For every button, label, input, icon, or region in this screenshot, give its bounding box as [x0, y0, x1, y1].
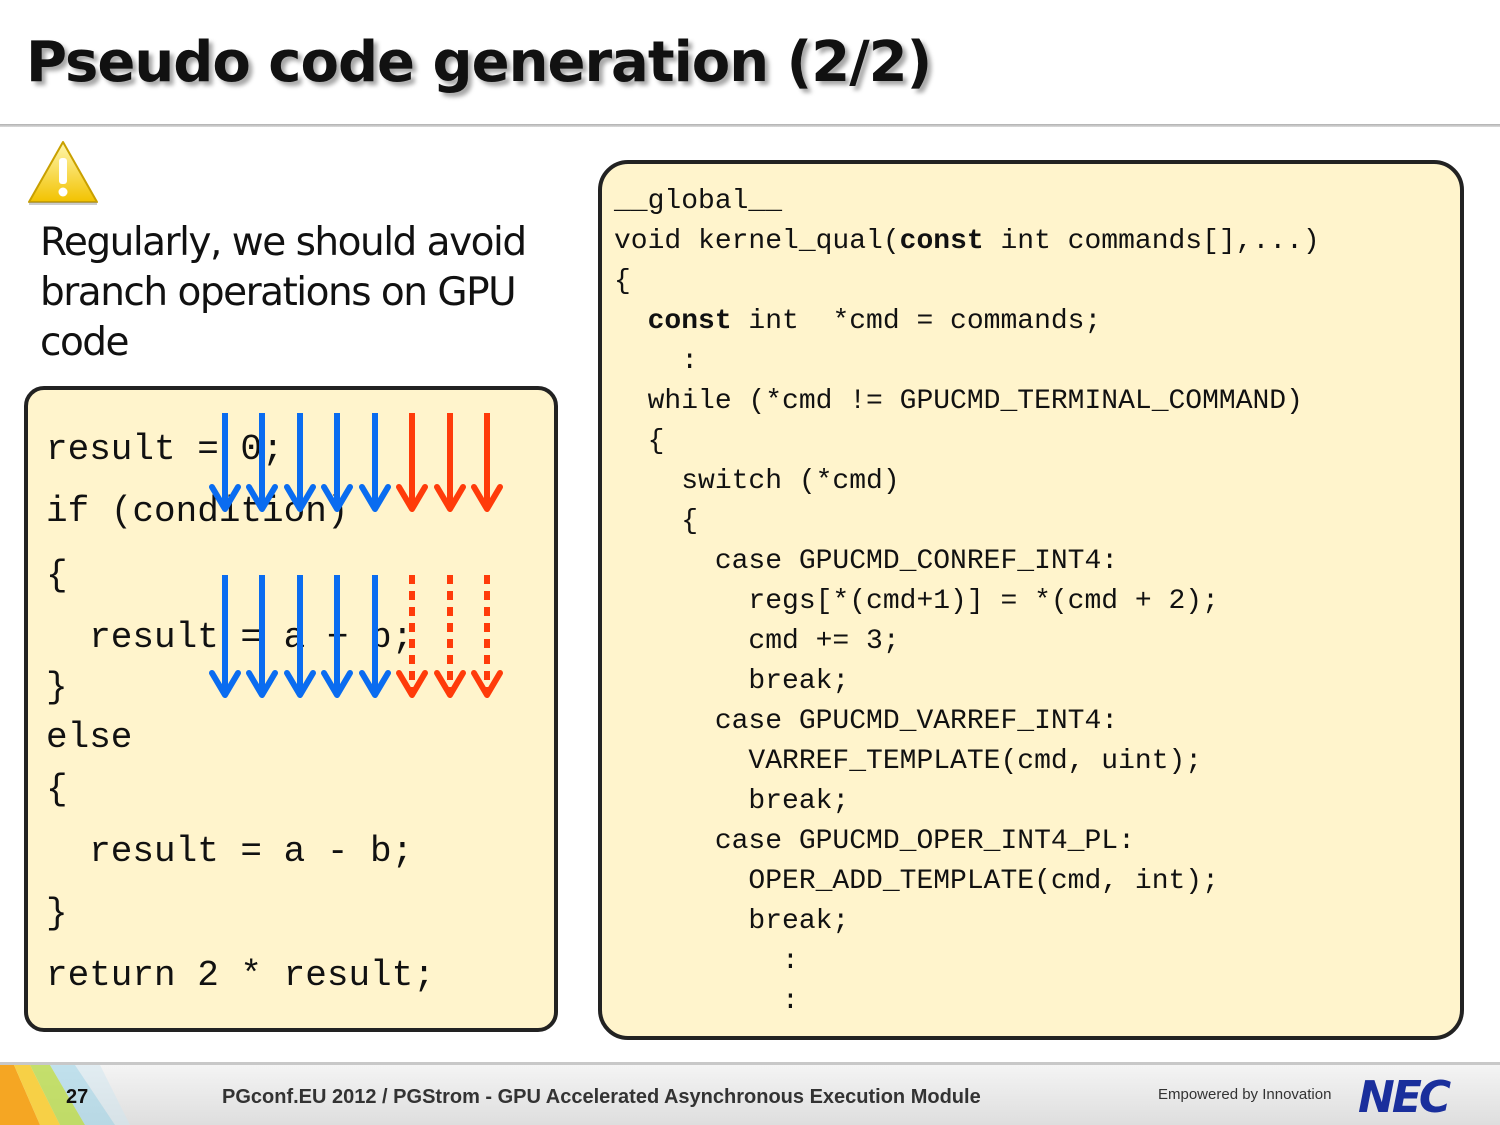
- code-line: switch (*cmd): [614, 462, 900, 502]
- inactive-thread-arrow-icon: [471, 413, 503, 512]
- code-text: break;: [614, 906, 850, 937]
- title-divider: [0, 124, 1500, 127]
- code-text: VARREF_TEMPLATE(cmd, uint);: [614, 746, 1203, 777]
- code-line: regs[*(cmd+1)] = *(cmd + 2);: [614, 582, 1219, 622]
- idle-thread-arrow-icon: [434, 575, 466, 698]
- code-line: :: [614, 982, 799, 1022]
- code-text: {: [614, 266, 631, 297]
- inactive-thread-arrow-icon: [396, 413, 428, 512]
- footer-swoosh-icon: [0, 1065, 130, 1125]
- code-text: __global__: [614, 186, 783, 217]
- code-line: {: [614, 262, 631, 302]
- footer-text: PGconf.EU 2012 / PGStrom - GPU Accelerat…: [222, 1086, 981, 1108]
- code-line: while (*cmd != GPUCMD_TERMINAL_COMMAND): [614, 382, 1303, 422]
- warp-thread-arrows: [209, 413, 503, 698]
- idle-thread-arrow-icon: [471, 575, 503, 698]
- code-line: case GPUCMD_VARREF_INT4:: [614, 702, 1118, 742]
- code-text: case GPUCMD_VARREF_INT4:: [614, 706, 1119, 737]
- tagline: Empowered by Innovation: [1158, 1086, 1332, 1103]
- taken-path-arrow-icon: [321, 575, 353, 698]
- code-line: void kernel_qual(const int commands[],..…: [614, 222, 1320, 262]
- code-text: :: [614, 946, 799, 977]
- code-text: [614, 306, 648, 337]
- code-text: int *cmd = commands;: [731, 306, 1102, 337]
- code-line: {: [46, 769, 68, 810]
- code-text: case GPUCMD_CONREF_INT4:: [614, 546, 1119, 577]
- code-text: case GPUCMD_OPER_INT4_PL:: [614, 826, 1135, 857]
- code-line: else: [46, 717, 133, 758]
- code-text: regs[*(cmd+1)] = *(cmd + 2);: [614, 586, 1219, 617]
- code-line: }: [46, 893, 68, 934]
- code-text: :: [614, 986, 799, 1017]
- page-number: 27: [66, 1086, 89, 1108]
- code-keyword: const: [899, 226, 984, 257]
- code-line: return 2 * result;: [46, 955, 435, 996]
- lead-text: Regularly, we should avoid branch operat…: [40, 220, 527, 365]
- code-line: :: [614, 942, 799, 982]
- code-keyword: const: [647, 306, 732, 337]
- code-line: __global__: [614, 182, 782, 222]
- idle-thread-arrow-icon: [396, 575, 428, 698]
- code-text: cmd += 3;: [614, 626, 900, 657]
- taken-path-arrow-icon: [284, 413, 316, 512]
- code-line: }: [46, 667, 68, 708]
- code-line: const int *cmd = commands;: [614, 302, 1102, 342]
- warning-icon: [28, 141, 98, 205]
- code-text: int commands[],...): [983, 226, 1320, 257]
- taken-path-arrow-icon: [246, 575, 278, 698]
- code-line: break;: [614, 662, 849, 702]
- code-text: OPER_ADD_TEMPLATE(cmd, int);: [614, 866, 1219, 897]
- code-line: case GPUCMD_CONREF_INT4:: [614, 542, 1118, 582]
- taken-path-arrow-icon: [359, 575, 391, 698]
- code-text: switch (*cmd): [614, 466, 900, 497]
- taken-path-arrow-icon: [209, 575, 241, 698]
- slide-title: Pseudo code generation (2/2): [26, 30, 932, 95]
- code-line: result = 0;: [46, 429, 284, 470]
- code-line: OPER_ADD_TEMPLATE(cmd, int);: [614, 862, 1219, 902]
- code-text: :: [614, 346, 699, 377]
- code-line: break;: [614, 902, 849, 942]
- footer-divider: [0, 1062, 1500, 1065]
- code-text: {: [614, 506, 699, 537]
- code-line: break;: [614, 782, 849, 822]
- taken-path-arrow-icon: [209, 413, 241, 512]
- code-text: while (*cmd != GPUCMD_TERMINAL_COMMAND): [614, 386, 1303, 417]
- taken-path-arrow-icon: [321, 413, 353, 512]
- code-line: case GPUCMD_OPER_INT4_PL:: [614, 822, 1135, 862]
- code-line: result = a - b;: [46, 831, 414, 872]
- code-line: {: [614, 502, 698, 542]
- footer-bar: [0, 1065, 1500, 1125]
- inactive-thread-arrow-icon: [434, 413, 466, 512]
- code-line: {: [614, 422, 665, 462]
- kernel-code-panel: [598, 160, 1464, 1040]
- nec-logo: NEC: [1358, 1072, 1451, 1123]
- code-line: {: [46, 555, 68, 596]
- code-text: break;: [614, 666, 850, 697]
- code-line: VARREF_TEMPLATE(cmd, uint);: [614, 742, 1202, 782]
- taken-path-arrow-icon: [246, 413, 278, 512]
- code-text: void kernel_qual(: [614, 226, 900, 257]
- code-text: {: [614, 426, 665, 457]
- taken-path-arrow-icon: [284, 575, 316, 698]
- code-line: cmd += 3;: [614, 622, 900, 662]
- code-line: :: [614, 342, 698, 382]
- taken-path-arrow-icon: [359, 413, 391, 512]
- code-text: break;: [614, 786, 850, 817]
